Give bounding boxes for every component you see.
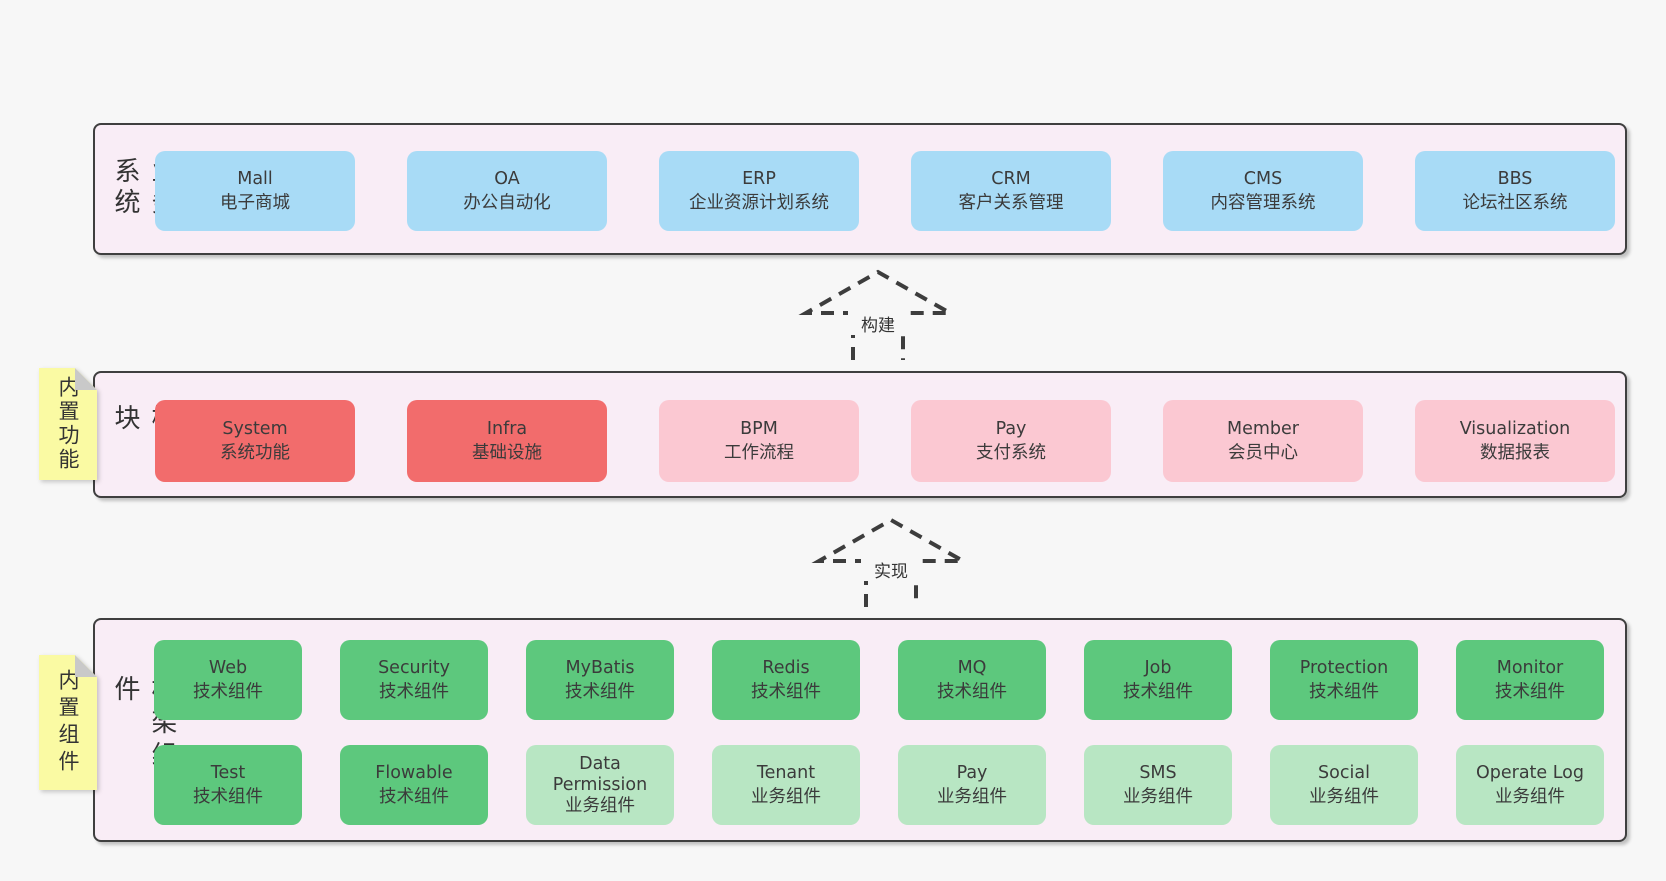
layer-common-modules: 通用模块 System 系统功能 Infra 基础设施 BPM 工作流程 Pay… [93,371,1627,498]
box-subtitle: 技术组件 [1309,682,1379,702]
box-title: Visualization [1459,419,1571,439]
box-protection: Protection 技术组件 [1270,640,1418,720]
box-subtitle: 技术组件 [379,682,449,702]
box-title: ERP [742,169,776,189]
box-member: Member 会员中心 [1163,400,1363,482]
box-bbs: BBS 论坛社区系统 [1415,151,1615,231]
box-title: System [222,419,288,439]
box-sms: SMS 业务组件 [1084,745,1232,825]
box-data-permission: Data Permission 业务组件 [526,745,674,825]
box-subtitle: 业务组件 [1309,787,1379,807]
box-subtitle: 技术组件 [751,682,821,702]
box-title: Member [1227,419,1299,439]
box-oa: OA 办公自动化 [407,151,607,231]
sticky-note-text: 内置功能 [56,376,80,472]
box-subtitle: 支付系统 [976,443,1046,463]
box-title: Flowable [375,763,453,783]
box-subtitle: 业务组件 [1123,787,1193,807]
box-subtitle: 办公自动化 [463,193,551,213]
box-title: Pay [995,419,1027,439]
box-title: OA [494,169,520,189]
box-test: Test 技术组件 [154,745,302,825]
box-subtitle: 基础设施 [472,443,542,463]
box-job: Job 技术组件 [1084,640,1232,720]
box-cms: CMS 内容管理系统 [1163,151,1363,231]
box-web: Web 技术组件 [154,640,302,720]
sticky-note-builtin-components: 内置组件 [39,655,97,790]
box-title: Protection [1299,658,1389,678]
box-title: Tenant [756,763,816,783]
layer-framework-components: 框架组件 Web 技术组件 Security 技术组件 MyBatis 技术组件… [93,618,1627,842]
box-flowable: Flowable 技术组件 [340,745,488,825]
box-pay-business: Pay 业务组件 [898,745,1046,825]
box-crm: CRM 客户关系管理 [911,151,1111,231]
box-title: BPM [740,419,778,439]
box-title: Infra [486,419,528,439]
box-subtitle: 电子商城 [220,193,290,213]
box-subtitle: 企业资源计划系统 [689,193,829,213]
box-subtitle: 技术组件 [1123,682,1193,702]
box-mybatis: MyBatis 技术组件 [526,640,674,720]
box-visualization: Visualization 数据报表 [1415,400,1615,482]
box-title: CMS [1243,169,1283,189]
box-title: Operate Log [1475,763,1585,783]
box-pay: Pay 支付系统 [911,400,1111,482]
box-title: MyBatis [565,658,635,678]
box-redis: Redis 技术组件 [712,640,860,720]
arrow-label-implement: 实现 [861,557,921,582]
box-title: Security [378,658,450,678]
box-operate-log: Operate Log 业务组件 [1456,745,1604,825]
box-subtitle: 业务组件 [751,787,821,807]
box-title: Pay [956,763,988,783]
box-title: Test [210,763,246,783]
box-tenant: Tenant 业务组件 [712,745,860,825]
box-subtitle: 内容管理系统 [1210,193,1316,213]
box-system: System 系统功能 [155,400,355,482]
box-title: Monitor [1496,658,1564,678]
box-title: Job [1144,658,1172,678]
box-subtitle: 客户关系管理 [958,193,1064,213]
box-title: SMS [1139,763,1177,783]
folded-corner-icon [75,368,97,390]
box-security: Security 技术组件 [340,640,488,720]
box-subtitle: 论坛社区系统 [1462,193,1568,213]
arrow-label-build: 构建 [848,311,908,336]
box-subtitle: 技术组件 [565,682,635,702]
box-bpm: BPM 工作流程 [659,400,859,482]
box-title: Social [1318,763,1370,783]
box-title: Data Permission [552,753,648,795]
box-title: BBS [1497,169,1533,189]
box-social: Social 业务组件 [1270,745,1418,825]
box-subtitle: 系统功能 [220,443,290,463]
box-subtitle: 会员中心 [1228,443,1298,463]
layer-business-systems: 业务系统 Mall 电子商城 OA 办公自动化 ERP 企业资源计划系统 CRM… [93,123,1627,255]
box-subtitle: 技术组件 [1495,682,1565,702]
box-subtitle: 技术组件 [193,682,263,702]
box-subtitle: 业务组件 [565,795,635,816]
sticky-note-builtin-features: 内置功能 [39,368,97,480]
sticky-note: 内置组件 [39,655,97,790]
box-monitor: Monitor 技术组件 [1456,640,1604,720]
box-subtitle: 技术组件 [937,682,1007,702]
box-title: MQ [957,658,987,678]
box-erp: ERP 企业资源计划系统 [659,151,859,231]
box-mall: Mall 电子商城 [155,151,355,231]
box-title: Redis [762,658,810,678]
box-title: CRM [991,169,1031,189]
box-subtitle: 业务组件 [1495,787,1565,807]
box-title: Mall [237,169,273,189]
box-subtitle: 业务组件 [937,787,1007,807]
folded-corner-icon [75,655,97,677]
box-infra: Infra 基础设施 [407,400,607,482]
box-subtitle: 技术组件 [379,787,449,807]
box-mq: MQ 技术组件 [898,640,1046,720]
sticky-note-text: 内置组件 [56,668,80,777]
box-subtitle: 技术组件 [193,787,263,807]
box-subtitle: 工作流程 [724,443,794,463]
sticky-note: 内置功能 [39,368,97,480]
box-title: Web [208,658,248,678]
box-subtitle: 数据报表 [1480,443,1550,463]
